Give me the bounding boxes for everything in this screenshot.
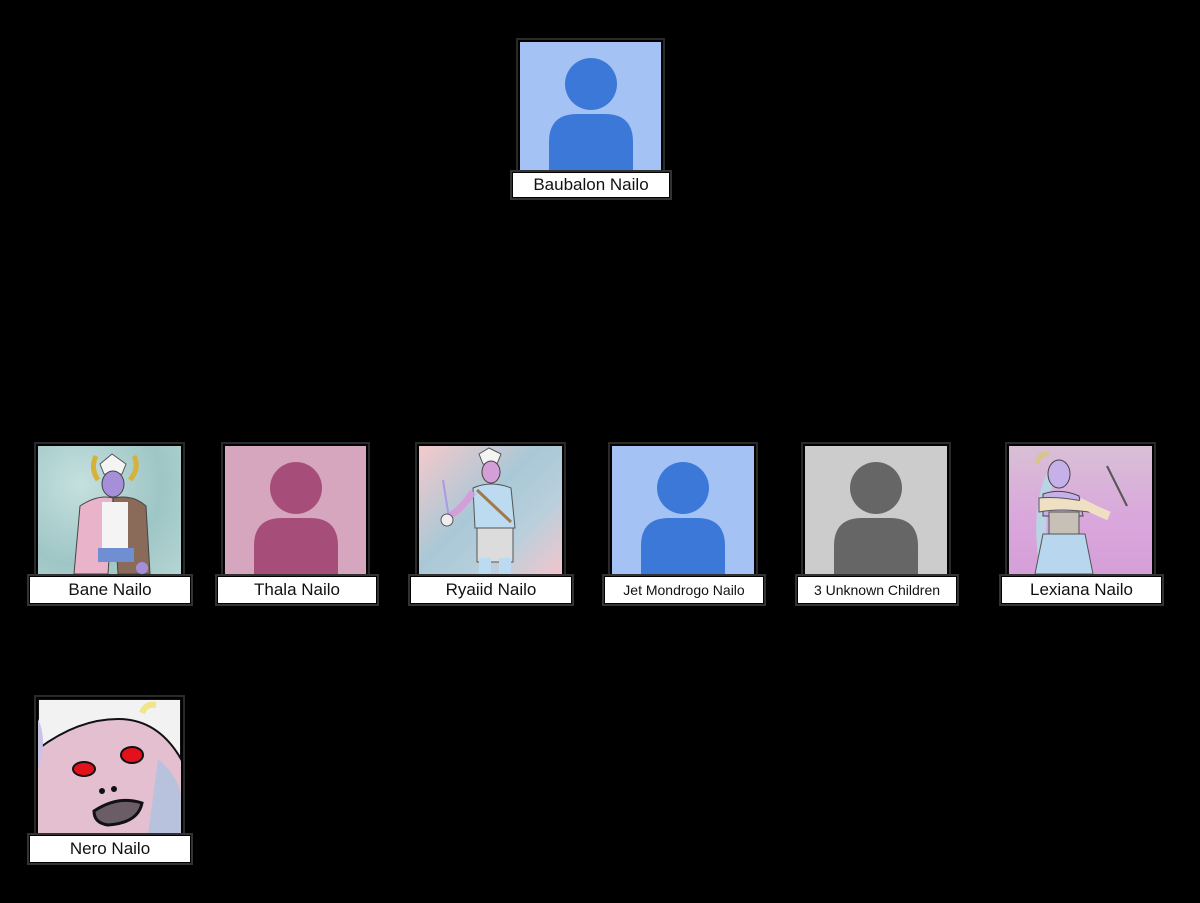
- person-icon: [549, 58, 633, 170]
- person-name-label: Lexiana Nailo: [1001, 576, 1162, 604]
- person-name-label: Bane Nailo: [29, 576, 191, 604]
- person-icon: [641, 462, 725, 574]
- portrait-frame: [608, 442, 758, 578]
- portrait-frame: [221, 442, 370, 578]
- person-card-baubalon: Baubalon Nailo: [512, 38, 670, 200]
- person-name-label: Nero Nailo: [29, 835, 191, 863]
- person-name-label: Jet Mondrogo Nailo: [604, 576, 764, 604]
- character-illustration-icon: [1034, 451, 1128, 574]
- person-card-thala: Thala Nailo: [217, 442, 377, 606]
- person-card-unknown-children: 3 Unknown Children: [797, 442, 957, 606]
- person-icon: [254, 462, 338, 574]
- portrait-frame: [516, 38, 665, 174]
- character-illustration-icon: [440, 447, 516, 574]
- person-name-label: Baubalon Nailo: [512, 172, 670, 198]
- person-icon: [834, 462, 918, 574]
- portrait-frame: [415, 442, 566, 578]
- person-name-label: Thala Nailo: [217, 576, 377, 604]
- character-illustration-icon: [38, 699, 181, 835]
- person-card-nero: Nero Nailo: [29, 695, 191, 865]
- person-name-label: Ryaiid Nailo: [410, 576, 572, 604]
- portrait-frame: [801, 442, 951, 578]
- person-card-jet-mondrogo: Jet Mondrogo Nailo: [604, 442, 764, 606]
- person-card-ryaiid: Ryaiid Nailo: [410, 442, 572, 606]
- character-illustration-icon: [73, 453, 151, 574]
- portrait-frame: [1005, 442, 1156, 578]
- portrait-frame: [34, 695, 185, 839]
- person-card-bane: Bane Nailo: [29, 442, 191, 606]
- portrait-frame: [34, 442, 185, 578]
- person-name-label: 3 Unknown Children: [797, 576, 957, 604]
- person-card-lexiana: Lexiana Nailo: [1001, 442, 1162, 606]
